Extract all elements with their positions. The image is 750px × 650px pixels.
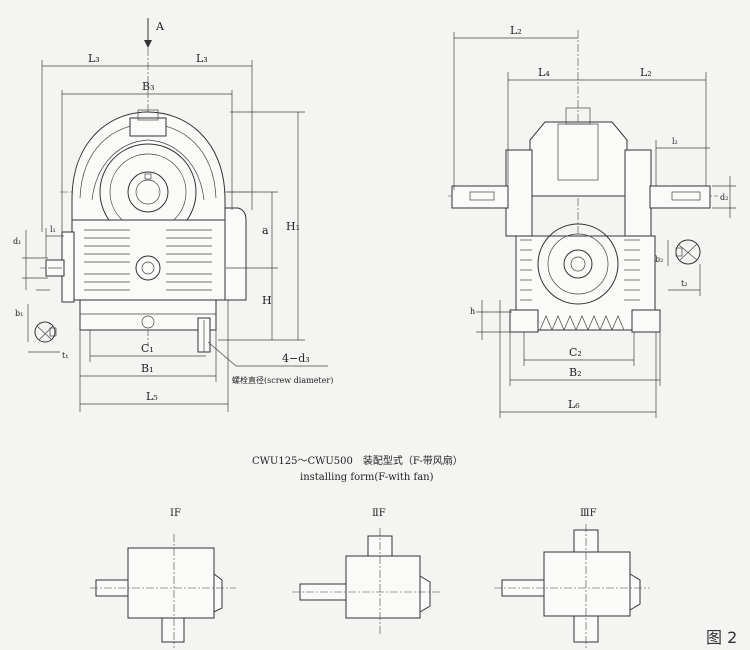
label-A: A xyxy=(155,20,165,33)
label-a: a xyxy=(262,224,269,237)
label-d3: 4−d₃ xyxy=(282,352,310,365)
form-2F-label: ⅡF xyxy=(372,508,386,519)
label-L3-left: L₃ xyxy=(88,52,100,65)
label-B1: B₁ xyxy=(141,362,154,375)
label-h: h xyxy=(470,307,475,316)
label-L2-top: L₂ xyxy=(510,24,522,37)
label-L6: L₆ xyxy=(568,398,580,411)
label-l2: l₂ xyxy=(672,137,678,146)
form-3F-label: ⅢF xyxy=(580,508,597,519)
caption-cn: CWU125～CWU500 装配型式（F-带风扇） xyxy=(252,454,463,467)
label-B2: B₂ xyxy=(569,366,582,379)
label-L4: L₄ xyxy=(538,66,550,79)
form-2F: ⅡF xyxy=(292,508,440,634)
front-dimensions: L₃ L₃ B₃ H₁ a H d₁ l₁ b₁ t₁ xyxy=(13,52,333,412)
label-b2: b₂ xyxy=(655,255,663,264)
form-3F: ⅢF xyxy=(494,508,650,648)
label-t1: t₁ xyxy=(62,351,68,360)
label-screw-diameter: 螺栓直径(screw diameter) xyxy=(232,375,333,385)
label-b1: b₁ xyxy=(15,309,23,318)
side-dimensions: L₂ L₄ L₂ l₂ d₂ b₂ t₂ h C₂ xyxy=(453,24,736,418)
label-L3-right: L₃ xyxy=(196,52,208,65)
label-t2: t₂ xyxy=(681,279,687,288)
form-1F: ⅠF xyxy=(90,508,236,648)
label-L2-right: L₂ xyxy=(640,66,652,79)
label-H: H xyxy=(262,294,272,307)
label-C1: C₁ xyxy=(141,342,154,355)
caption-en: installing form(F-with fan) xyxy=(300,472,434,483)
side-fins xyxy=(520,239,640,301)
label-H1: H₁ xyxy=(286,220,300,233)
front-view: A xyxy=(34,18,255,353)
figure-label: 图 2 xyxy=(706,628,737,647)
form-1F-label: ⅠF xyxy=(170,508,181,519)
label-l1: l₁ xyxy=(50,225,56,234)
label-d2: d₂ xyxy=(720,193,728,202)
label-B3: B₃ xyxy=(142,80,155,93)
label-d1: d₁ xyxy=(13,237,21,246)
cooling-fins xyxy=(84,229,212,291)
label-C2: C₂ xyxy=(569,346,582,359)
side-view xyxy=(448,30,718,333)
label-L5: L₅ xyxy=(146,390,158,403)
